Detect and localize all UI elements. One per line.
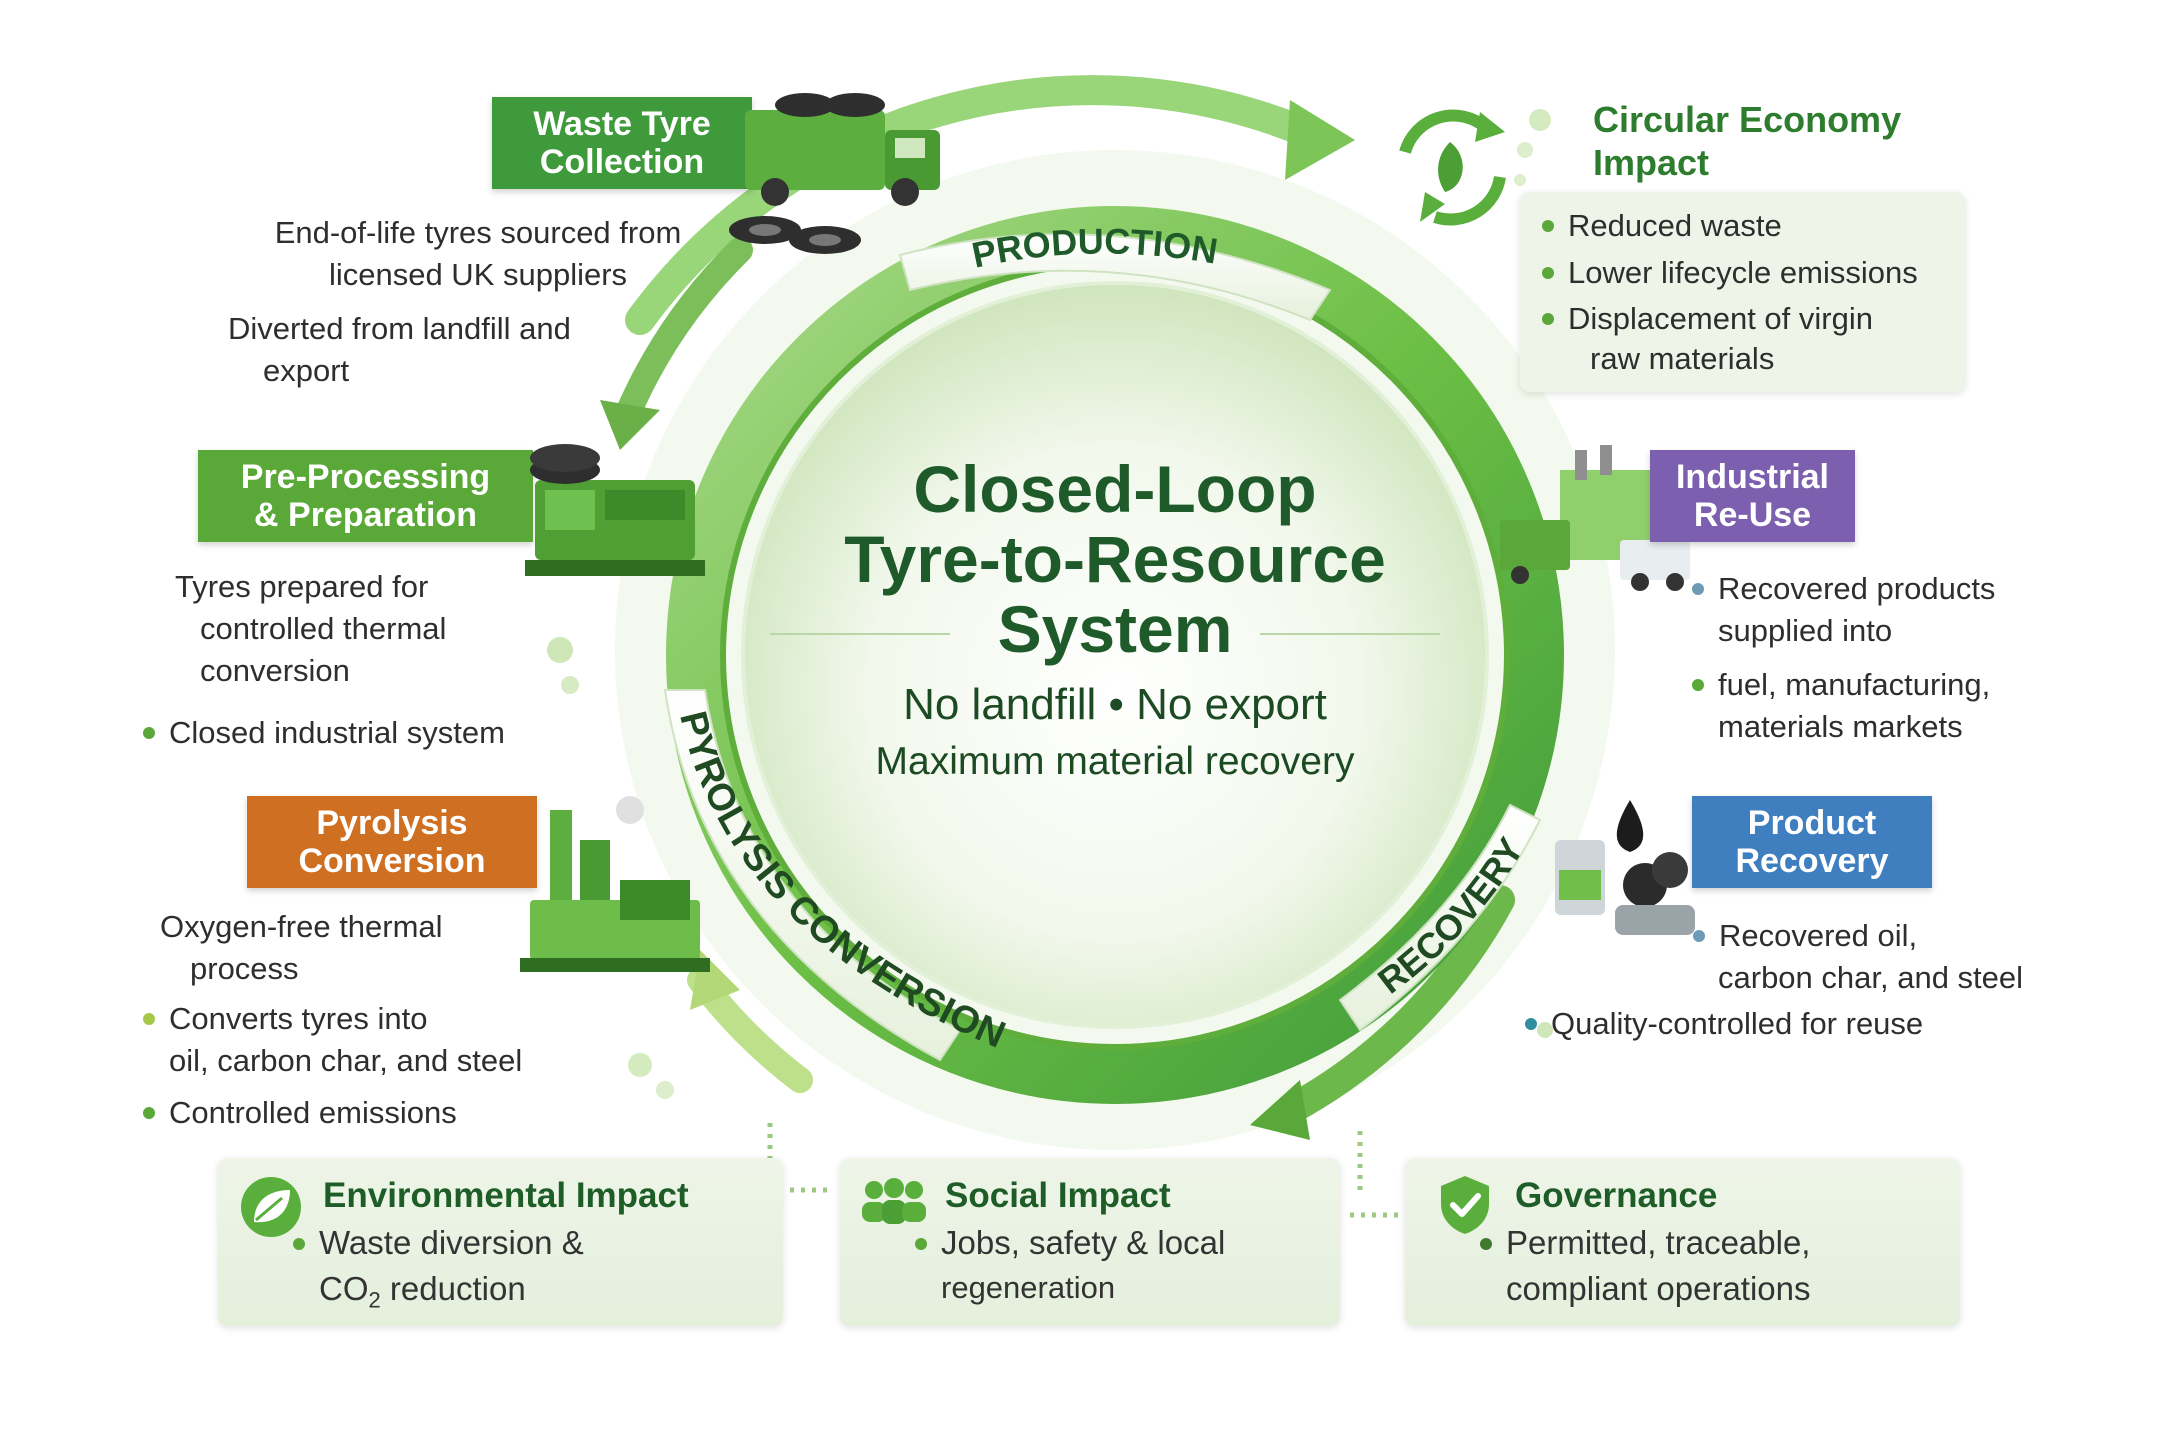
environmental-impact-title: Environmental Impact [323,1176,689,1215]
desc-line: export [263,353,350,389]
industrial-bullet-2-cont: materials markets [1718,709,1963,744]
desc-line: process [190,951,299,987]
left-flow-arrowhead [600,400,660,450]
bullet-dot [1542,267,1554,279]
deco-dot [547,637,573,663]
center-disc-edge [741,281,1489,1029]
factory-trucks-icon [1500,445,1690,591]
circular-bullet-3-cont: raw materials [1590,341,1775,376]
governance-title: Governance [1515,1176,1718,1215]
center-disc [743,283,1487,1027]
deco-dot [1537,1022,1553,1038]
product-bullet-1-cont: carbon char, and steel [1718,960,2024,995]
pre-processing-description: Tyres prepared for controlled thermal co… [175,566,595,692]
stage-label-pre-processing: Pre-Processing & Preparation [198,450,533,542]
circular-economy-panel [1520,192,1965,392]
people-group-icon [862,1178,926,1224]
bullet-dot [143,1013,155,1025]
bullet-dot [1480,1238,1492,1250]
desc-line: licensed UK suppliers [328,257,628,293]
industrial-bullet-1-cont: supplied into [1718,613,1893,648]
desc-line: Diverted from landfill and [228,311,571,346]
center-title-line2: Tyre-to-Resource [844,522,1386,596]
circular-economy-title: Circular Economy Impact [1593,99,1902,184]
circular-bullet-3: Displacement of virgin [1542,298,1873,340]
desc-line: conversion [200,653,350,689]
governance-card: Governance Permitted, traceable, complia… [1405,1158,1960,1326]
center-title-line3: System [997,592,1233,666]
shredder-machine-icon [525,444,705,576]
environmental-impact-text: Waste diversion & CO2 reduction [293,1220,584,1317]
deco-dot [1514,174,1526,186]
product-bullet-2: Quality-controlled for reuse [1525,1003,1923,1045]
pyrolysis-bullet-1: Converts tyres into [143,998,427,1040]
left-flow-arc [612,237,753,433]
center-subtitle: No landfill • No export [903,680,1327,729]
bullet-dot [1692,679,1704,691]
truck-with-tyres-icon [729,93,940,254]
waste-collection-description-2: Diverted from landfill and export [228,308,678,392]
bullet-dot [1525,1018,1537,1030]
deco-dot [1517,142,1533,158]
title-divider-left [770,633,950,635]
product-bullet-1: Recovered oil, [1693,915,1917,957]
title-divider-right [1260,633,1440,635]
center-tagline: Maximum material recovery [875,740,1355,783]
deco-dot [561,676,579,694]
top-flow-arrowhead [1285,100,1355,180]
pyrolysis-plant-icon [520,796,710,972]
pyrolysis-bullet-1-cont: oil, carbon char, and steel [169,1043,523,1078]
deco-dot [656,1081,674,1099]
stage-label-pyrolysis: Pyrolysis Conversion [247,796,537,888]
recycle-leaf-icon [1388,105,1512,229]
bottom-flow-arc [1275,885,1515,1125]
social-impact-card: Social Impact Jobs, safety & local regen… [840,1158,1340,1326]
desc-line: Tyres prepared for [175,569,429,604]
pyrolysis-description: Oxygen-free thermal process [160,906,560,990]
social-impact-title: Social Impact [945,1176,1171,1215]
environmental-impact-card: Environmental Impact Waste diversion & C… [218,1158,783,1326]
industrial-bullet-2: fuel, manufacturing, [1692,664,1990,706]
center-title-line1: Closed-Loop [913,452,1317,526]
social-impact-text: Jobs, safety & local regeneration [915,1220,1225,1310]
recovery-band [1338,803,1542,1032]
leaf-icon [241,1177,301,1237]
circular-bullet-2: Lower lifecycle emissions [1542,252,1918,294]
bullet-dot [1542,313,1554,325]
pyrolysis-band [663,689,962,1062]
stage-label-product-recovery: Product Recovery [1692,796,1932,888]
pre-processing-bullet: Closed industrial system [143,712,505,754]
bullet-dot [143,1107,155,1119]
bullet-dot [1692,583,1704,595]
top-flow-arc [625,75,1315,335]
bullet-dot [1542,220,1554,232]
circular-bullet-1: Reduced waste [1542,205,1782,247]
deco-dot [1529,109,1551,131]
industrial-bullet-1: Recovered products [1692,568,1995,610]
oil-char-steel-icon [1555,800,1695,935]
bullet-dot [1693,930,1705,942]
deco-dot [628,1053,652,1077]
bullet-dot [143,727,155,739]
desc-line: Oxygen-free thermal [160,909,443,944]
shield-check-icon [1441,1176,1489,1234]
desc-line: End-of-life tyres sourced from [274,215,682,250]
desc-line: controlled thermal [200,611,447,647]
waste-collection-description: End-of-life tyres sourced from licensed … [228,212,728,296]
bullet-dot [915,1238,927,1250]
governance-text: Permitted, traceable, compliant operatio… [1480,1220,1811,1312]
bottom-flow-arrowhead [1250,1080,1310,1140]
bullet-dot [293,1238,305,1250]
stage-label-industrial-reuse: Industrial Re-Use [1650,450,1855,542]
main-ring [666,206,1564,1104]
stage-label-waste-collection: Waste Tyre Collection [492,97,752,189]
production-band [898,233,1332,322]
pyrolysis-bullet-2: Controlled emissions [143,1092,457,1134]
